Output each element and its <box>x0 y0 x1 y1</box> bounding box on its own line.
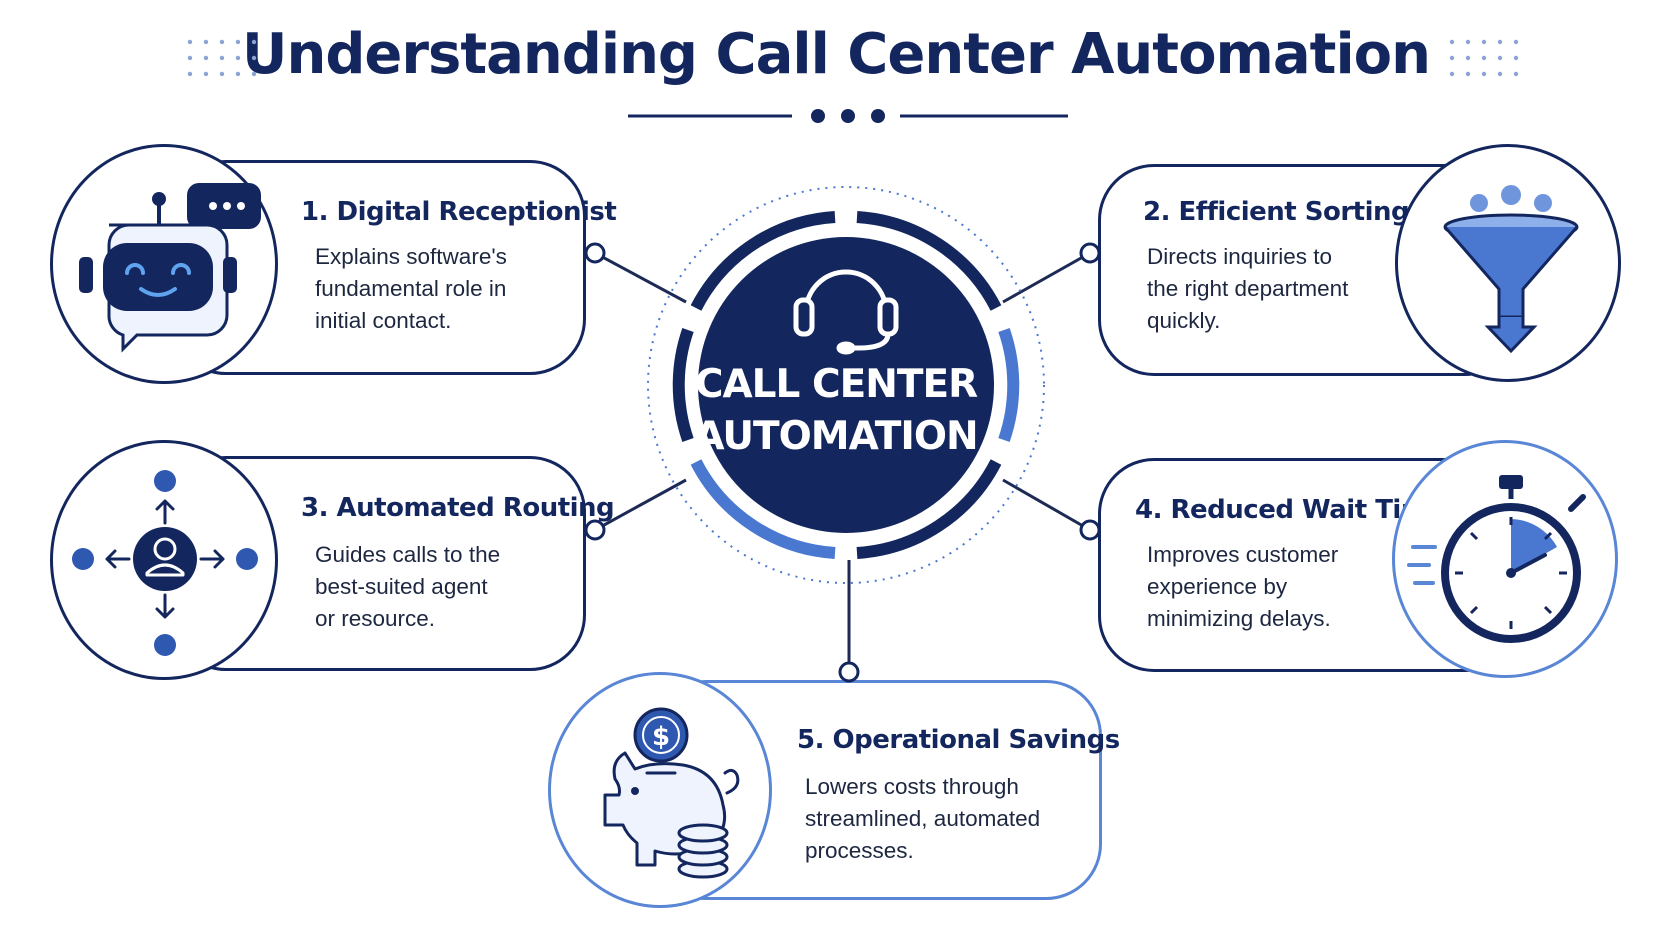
robot-chat-icon <box>79 183 261 353</box>
funnel-icon <box>1443 185 1579 354</box>
icon-circle-5: $ <box>548 672 772 908</box>
hub-title-line-2: AUTOMATION <box>694 414 978 459</box>
svg-text:$: $ <box>652 722 670 752</box>
connector-3 <box>594 478 687 532</box>
headset-icon <box>793 269 899 355</box>
stopwatch-icon <box>1407 475 1586 643</box>
routing-arrows-icon <box>72 470 258 656</box>
hub-title-line-1: CALL CENTER <box>694 362 978 407</box>
connector-1 <box>594 251 687 304</box>
title-dot-grid-left <box>187 39 257 77</box>
card-heading: 3. Automated Routing <box>301 493 615 523</box>
card-operational-savings: 5. Operational Savings Lowers costs thro… <box>650 680 1120 900</box>
piggy-bank-icon: $ <box>603 707 740 879</box>
card-heading: 5. Operational Savings <box>797 725 1120 755</box>
hub-core <box>698 237 994 533</box>
icon-circle-2 <box>1395 144 1621 382</box>
title-divider <box>628 109 1068 123</box>
connector-2 <box>1002 251 1091 304</box>
connector-4 <box>1002 478 1091 532</box>
hub-dotted-ring <box>647 186 1045 584</box>
icon-circle-1 <box>50 144 278 384</box>
icon-circle-3 <box>50 440 278 680</box>
card-heading: 2. Efficient Sorting <box>1143 197 1410 227</box>
card-heading: 1. Digital Receptionist <box>301 197 617 227</box>
connector-lines <box>594 251 1091 672</box>
page-title: Understanding Call Center Automation <box>242 22 1431 87</box>
icon-circle-4 <box>1392 440 1618 678</box>
hub-arc-ring <box>672 211 1020 559</box>
title-dot-grid-right <box>1449 39 1519 77</box>
